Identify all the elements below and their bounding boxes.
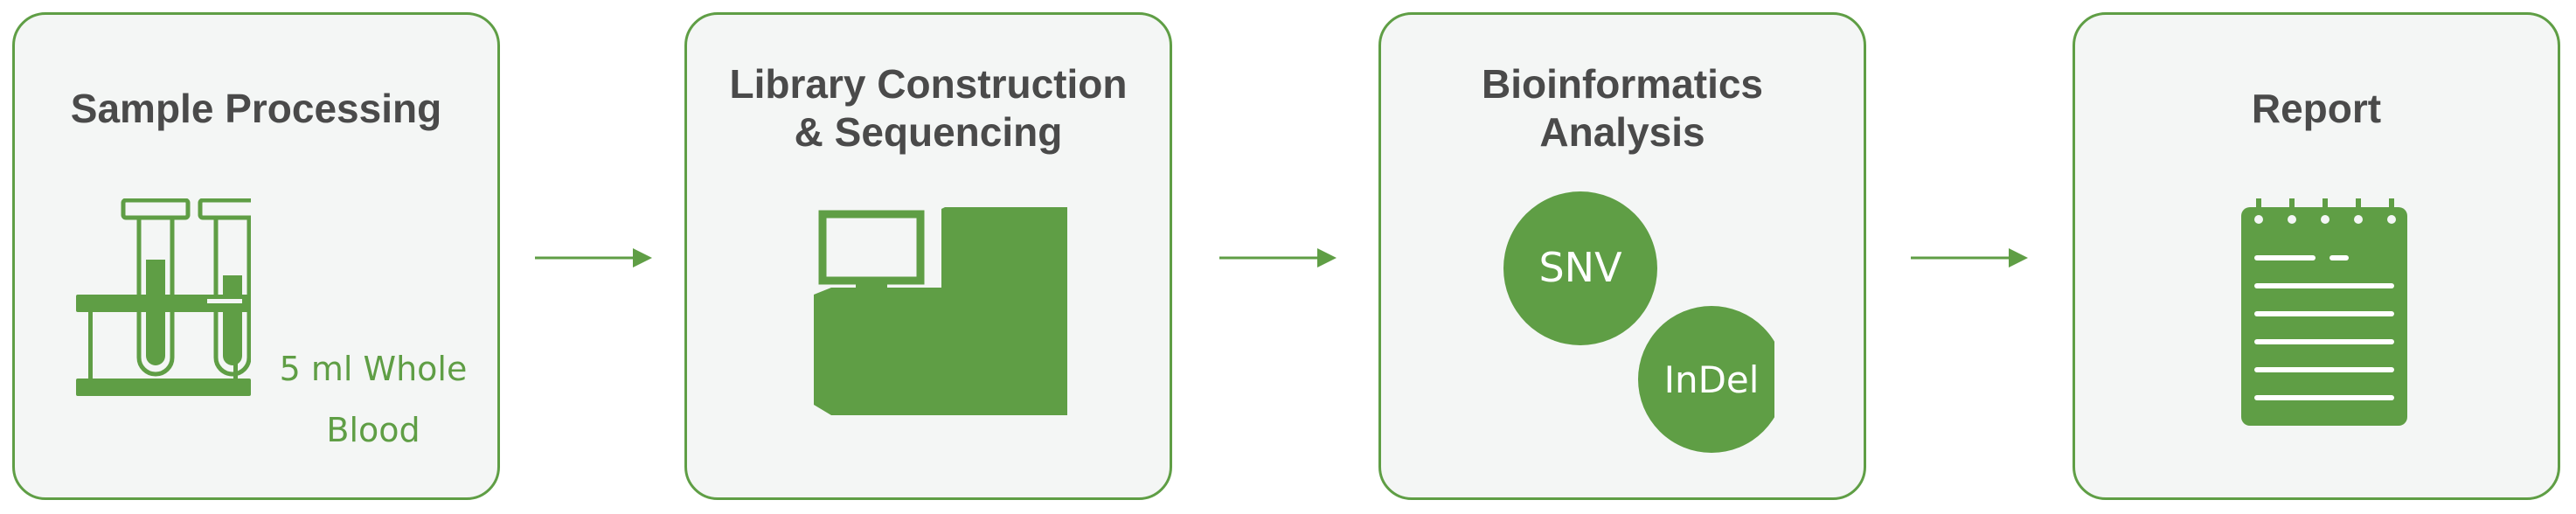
step-card-library-sequencing: Library Construction & Sequencing bbox=[684, 12, 1172, 500]
step-title-line: Analysis bbox=[1539, 109, 1705, 155]
step-title-line: Sample Processing bbox=[70, 86, 442, 131]
sample-caption: 5 ml Whole Blood bbox=[268, 338, 478, 461]
step-title: Report bbox=[2075, 85, 2558, 133]
step-title: Bioinformatics Analysis bbox=[1381, 60, 1864, 156]
test-tubes-icon bbox=[76, 198, 251, 396]
step-title: Library Construction & Sequencing bbox=[687, 60, 1170, 156]
step-card-bioinformatics: Bioinformatics Analysis SNV InDel bbox=[1378, 12, 1866, 500]
step-card-sample-processing: Sample Processing 5 ml Whole Blood bbox=[12, 12, 500, 500]
arrow-right-icon bbox=[1911, 248, 2028, 267]
snv-label: SNV bbox=[1538, 244, 1622, 291]
indel-bubble bbox=[1638, 306, 1774, 453]
variant-bubbles-icon: SNV InDel bbox=[1503, 191, 1774, 453]
arrow-right-icon bbox=[1219, 248, 1337, 267]
report-notepad-icon bbox=[2241, 198, 2407, 426]
sequencer-icon bbox=[814, 207, 1067, 415]
sample-caption-line: Blood bbox=[326, 411, 420, 449]
snv-bubble bbox=[1503, 191, 1657, 345]
step-title-line: Report bbox=[2251, 86, 2382, 131]
arrow-right-icon bbox=[535, 248, 652, 267]
step-card-report: Report bbox=[2073, 12, 2560, 500]
sample-caption-line: 5 ml Whole bbox=[279, 350, 468, 388]
step-title-line: Library Construction bbox=[729, 61, 1128, 107]
step-title: Sample Processing bbox=[15, 85, 497, 133]
step-title-line: Bioinformatics bbox=[1481, 61, 1764, 107]
indel-label: InDel bbox=[1664, 358, 1760, 401]
step-title-line: & Sequencing bbox=[794, 109, 1063, 155]
